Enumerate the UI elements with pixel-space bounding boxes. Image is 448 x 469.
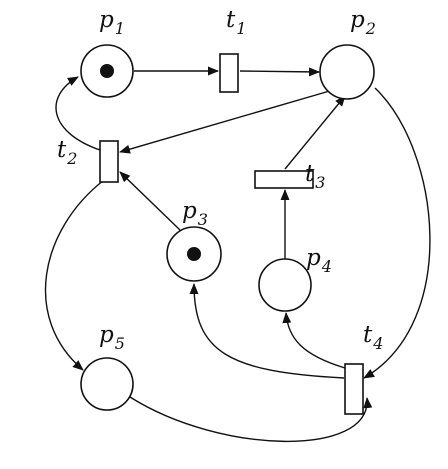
arcs xyxy=(44,66,431,443)
labels: p1 t1 p2 t2 t3 p3 p4 p5 t4 xyxy=(57,7,383,353)
place-p3-token xyxy=(187,247,201,261)
place-p2-circle xyxy=(319,44,375,100)
arc-p2-t2 xyxy=(119,89,334,154)
transition-t2-bar xyxy=(99,140,119,183)
label-t2: t2 xyxy=(57,137,77,168)
arc-p2-t4 xyxy=(363,87,431,379)
arc-t2-p5 xyxy=(44,179,105,371)
label-p3: p3 xyxy=(182,198,208,229)
place-p3 xyxy=(166,226,222,282)
place-p2 xyxy=(319,44,375,100)
transition-t4-bar xyxy=(344,363,364,415)
place-p5 xyxy=(80,357,134,411)
label-p2: p2 xyxy=(350,7,376,38)
arc-t2-p1 xyxy=(55,76,101,151)
arc-p5-t4 xyxy=(129,396,373,443)
place-p5-circle xyxy=(80,357,134,411)
transition-t1-bar xyxy=(219,53,239,93)
label-p1: p1 xyxy=(99,7,125,38)
label-t3: t3 xyxy=(305,161,325,192)
place-p1-token xyxy=(100,64,114,78)
place-p1 xyxy=(80,44,134,98)
arc-t3-p2 xyxy=(284,95,346,170)
place-p4 xyxy=(258,258,312,312)
arc-p3-t2 xyxy=(119,171,181,231)
transitions xyxy=(99,53,364,415)
arc-t4-p3 xyxy=(189,283,345,379)
arc-t1-p2 xyxy=(239,67,320,77)
label-p5: p5 xyxy=(99,322,125,353)
arc-t4-p4 xyxy=(282,312,346,369)
places xyxy=(80,44,375,411)
label-t4: t4 xyxy=(363,322,383,353)
label-t1: t1 xyxy=(226,7,246,38)
transition-t3-bar xyxy=(254,170,314,189)
label-p4: p4 xyxy=(306,245,332,276)
place-p4-circle xyxy=(258,258,312,312)
